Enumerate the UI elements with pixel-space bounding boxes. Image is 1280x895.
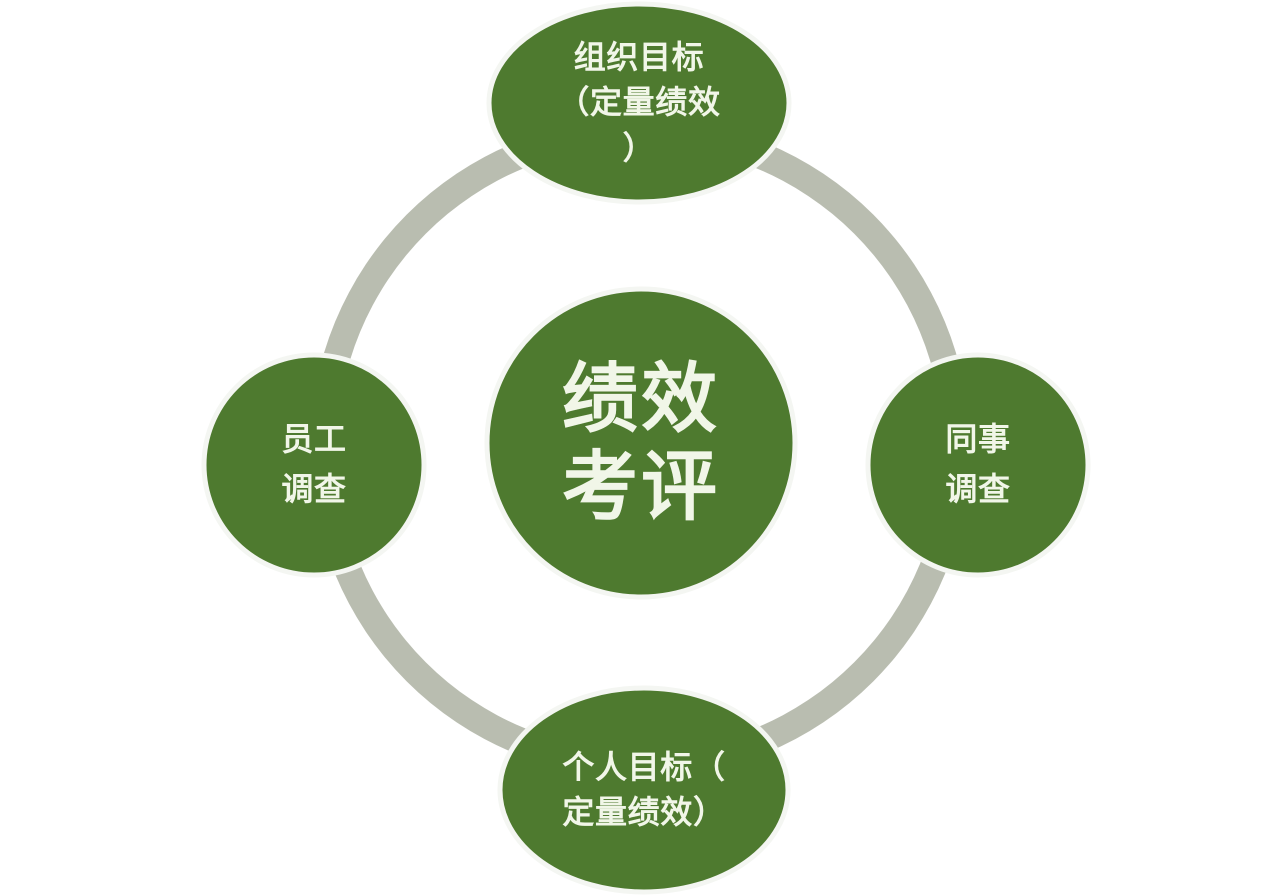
node-shape-bottom[interactable]	[497, 685, 791, 895]
hub-shape-center[interactable]	[484, 286, 798, 600]
node-shape-right[interactable]	[865, 352, 1091, 578]
node-shape-top[interactable]	[486, 1, 792, 205]
node-shape-left[interactable]	[201, 352, 427, 578]
